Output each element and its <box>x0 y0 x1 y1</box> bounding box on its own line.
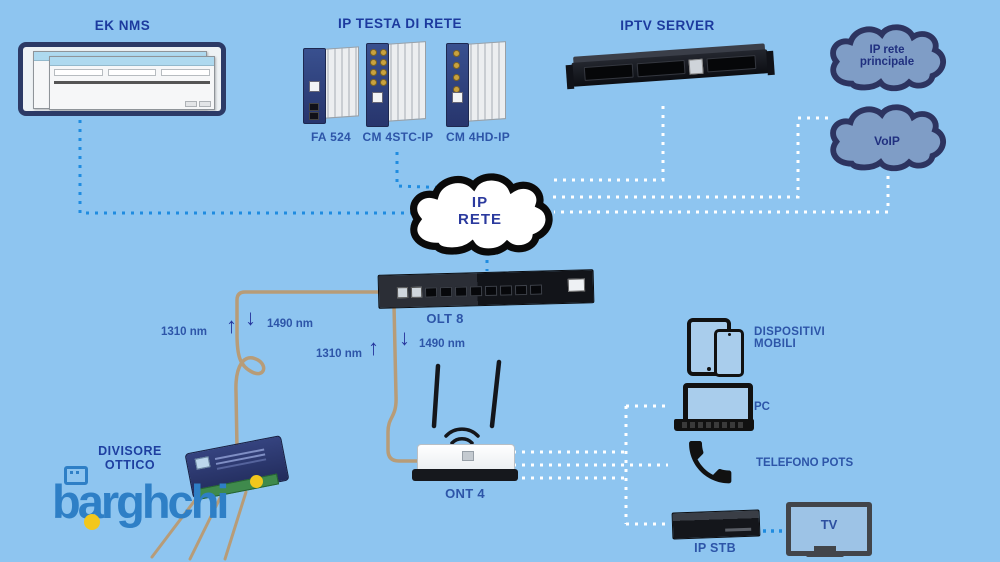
fiber-olt-to-ont <box>386 303 421 463</box>
mobile-label-line1: DISPOSITIVI <box>754 326 826 338</box>
nms-front-titlebar <box>50 57 214 66</box>
module-cm4hd <box>446 41 506 127</box>
nms-dialog-buttons <box>185 101 211 107</box>
module-front-panel <box>446 43 469 127</box>
mobile-label-line2: MOBILI <box>754 338 797 350</box>
laptop-base-icon <box>674 419 754 431</box>
olt-device <box>377 269 595 309</box>
fiber1-up-arrow: ↑ <box>226 313 237 338</box>
ont-device <box>417 444 515 473</box>
nms-front-window <box>49 56 215 110</box>
module-side-panel <box>384 41 426 122</box>
nms-form-fields <box>50 66 214 79</box>
headend-title: IP TESTA DI RETE <box>337 16 462 31</box>
module-label-cm4stc: CM 4STC-IP <box>362 130 434 144</box>
module-fa524 <box>303 46 359 124</box>
cloud-principale-label-line1: IP rete <box>869 44 905 56</box>
link-iptv-to-iprete <box>549 106 665 182</box>
smartphone-icon <box>714 329 744 377</box>
module-front-panel <box>366 43 389 127</box>
module-front-panel <box>303 48 326 124</box>
drive-bay <box>636 59 686 78</box>
cloud-ip-rete: IP RETE <box>396 168 564 264</box>
cloud-shape <box>830 24 946 92</box>
telephone-icon <box>689 441 732 484</box>
cloud-shape <box>830 104 946 172</box>
fiber1-down-arrow: ↓ <box>245 305 256 330</box>
tv-stand <box>814 546 836 552</box>
drive-bay <box>706 55 757 73</box>
module-side-panel <box>321 46 359 119</box>
logo-yellow-dot-i <box>250 475 263 488</box>
brand-logo-text: barghchi <box>52 475 229 528</box>
fiber1-downstream-label: 1490 nm <box>267 318 314 330</box>
splitter-label-line2: OTTICO <box>104 458 156 472</box>
cloud-shape <box>410 173 553 256</box>
logo-yellow-dot-b <box>84 514 100 530</box>
nms-screen <box>23 47 221 111</box>
ont-antenna-left <box>431 363 441 429</box>
cloud-principale-label-line2: principale <box>859 56 915 68</box>
splitter-label: DIVISORE OTTICO <box>80 444 180 472</box>
telefono-pots-label: TELEFONO POTS <box>756 457 854 469</box>
drive-bay <box>583 63 634 81</box>
link-nms-to-iprete <box>78 120 424 215</box>
ont-antenna-right <box>489 359 502 429</box>
module-side-panel <box>464 41 506 122</box>
usb-plug-icon <box>64 466 88 485</box>
olt-brand-chip <box>567 278 586 292</box>
fiber2-upstream-label: 1310 nm <box>316 348 363 360</box>
rf-connectors <box>453 50 460 93</box>
fiber2-downstream-label: 1490 nm <box>419 338 466 350</box>
nms-title: EK NMS <box>94 18 151 33</box>
link-principale-to-iprete <box>551 116 828 199</box>
ont-label: ONT 4 <box>445 486 485 501</box>
module-cm4stc <box>366 41 426 127</box>
server-logo <box>688 58 704 75</box>
nms-screenshot <box>18 42 226 116</box>
cloud-rete-label-line2: RETE <box>457 211 502 228</box>
ip-stb-label: IP STB <box>694 541 736 555</box>
splitter-label-line1: DIVISORE <box>98 444 162 458</box>
cloud-rete-label-line1: IP <box>471 194 489 211</box>
olt-label: OLT 8 <box>426 311 464 326</box>
brand-logo: barghchi <box>52 466 292 528</box>
cloud-ip-rete-principale: IP rete principale <box>820 20 954 98</box>
cloud-voip-label: VoIP <box>874 134 900 148</box>
tv-label: TV <box>820 517 838 532</box>
fiber-olt-to-splitter <box>234 290 402 450</box>
fiber2-down-arrow: ↓ <box>399 325 410 350</box>
cloud-voip: VoIP <box>820 100 954 178</box>
iptv-title: IPTV SERVER <box>620 18 715 33</box>
mobile-devices-label: DISPOSITIVI MOBILI <box>754 326 825 350</box>
module-label-cm4hd: CM 4HD-IP <box>445 130 511 144</box>
ip-stb-device <box>671 509 761 540</box>
fiber1-upstream-label: 1310 nm <box>161 326 208 338</box>
tv-stand-base <box>806 552 844 557</box>
rf-connectors <box>370 49 387 86</box>
link-voip-to-iprete <box>554 167 890 214</box>
ont-front-band <box>412 469 518 481</box>
pc-label: PC <box>754 401 770 413</box>
fiber2-up-arrow: ↑ <box>368 335 379 360</box>
module-label-fa524: FA 524 <box>310 130 352 144</box>
olt-ports <box>396 284 543 299</box>
fiber-splitter-out-1 <box>150 485 207 559</box>
fiber-splitter-out-2 <box>188 488 226 561</box>
nms-table-header <box>54 81 210 84</box>
fiber-splitter-out-3 <box>223 490 248 561</box>
